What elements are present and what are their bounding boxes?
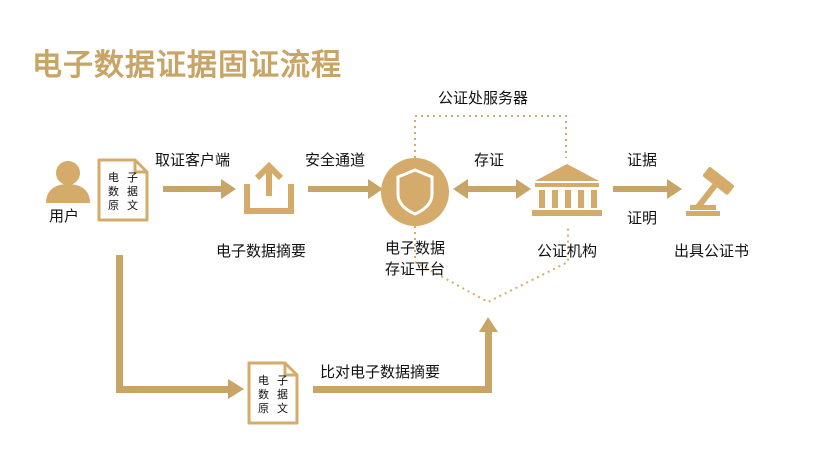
label-server: 公证处服务器 [438, 89, 529, 107]
doc-char: 文 [127, 199, 138, 212]
upload-icon [244, 161, 294, 214]
user-icon [46, 161, 90, 203]
label-platform: 电子数据 存证平台 [375, 238, 455, 280]
doc-char: 电 [258, 374, 269, 387]
page-title: 电子数据证据固证流程 [32, 48, 342, 83]
compare-document-icon: 电 子 数 据 原 文 [247, 361, 299, 425]
label-evidence-bottom: 证明 [627, 209, 658, 227]
label-evidence-top: 证据 [627, 151, 658, 169]
label-platform-line2: 存证平台 [384, 260, 445, 278]
arrow-store-bidirectional [453, 179, 531, 199]
label-platform-line1: 电子数据 [384, 239, 445, 257]
doc-char: 电 [108, 171, 119, 184]
label-get-client: 取证客户端 [155, 151, 231, 169]
doc-char: 子 [127, 171, 138, 184]
label-store: 存证 [474, 151, 505, 169]
label-user: 用户 [49, 207, 80, 225]
arrow-to-client [163, 179, 236, 199]
shield-icon [381, 158, 449, 226]
arrow-to-compare-doc [116, 255, 244, 399]
doc-char: 数 [258, 388, 269, 401]
doc-char: 子 [277, 374, 288, 387]
doc-char: 原 [108, 199, 119, 212]
doc-char: 文 [277, 402, 288, 415]
label-certificate: 出具公证书 [674, 242, 750, 260]
server-dotted-box [414, 115, 569, 304]
label-compare: 比对电子数据摘要 [320, 363, 441, 381]
doc-char: 原 [258, 402, 269, 415]
arrow-evidence [613, 179, 682, 199]
doc-char: 据 [277, 388, 288, 401]
arrow-secure-channel [308, 179, 383, 199]
original-document-icon: 电 子 数 据 原 文 [97, 158, 149, 222]
label-notary: 公证机构 [537, 242, 598, 260]
bank-icon [532, 164, 602, 216]
arrow-compare [313, 317, 498, 393]
label-secure-channel: 安全通道 [305, 151, 366, 169]
doc-char: 数 [108, 185, 119, 198]
doc-char: 据 [127, 185, 138, 198]
label-digest: 电子数据摘要 [216, 242, 307, 260]
gavel-icon [686, 167, 734, 216]
